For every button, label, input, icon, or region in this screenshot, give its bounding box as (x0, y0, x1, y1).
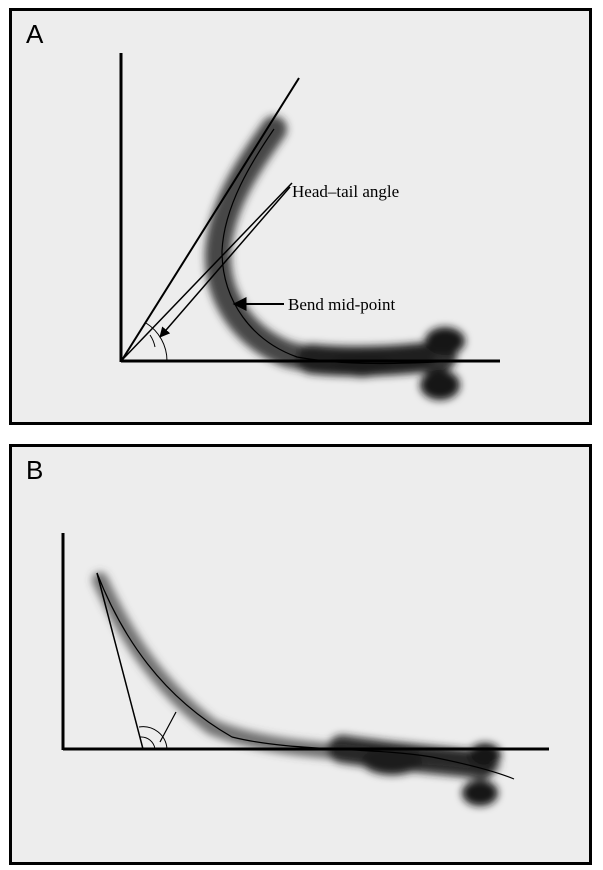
larva-silhouette (204, 116, 465, 400)
bend-mid-point-label: Bend mid-point (288, 295, 395, 314)
head-tail-line (121, 77, 300, 361)
larva-midline (221, 128, 463, 365)
panel-b: B (9, 444, 592, 865)
panel-a-label: A (26, 19, 44, 49)
tail-line (121, 182, 293, 361)
angle-arc (138, 726, 168, 750)
panel-a-diagram: Head–tail angle Bend mid-point (119, 53, 500, 400)
bend-mid-point-marker (159, 711, 177, 743)
larva-midline (96, 572, 515, 780)
head-tail-angle-pointer (159, 186, 291, 338)
angle-arc-inner (149, 334, 156, 348)
head-tail-angle-label: Head–tail angle (292, 182, 399, 201)
head-line (96, 572, 144, 750)
panel-a: A He (9, 8, 592, 425)
angle-arc (145, 322, 168, 362)
angle-arc-inner (139, 736, 156, 750)
larva-silhouette (92, 572, 501, 806)
panel-b-diagram (61, 533, 549, 806)
panel-b-label: B (26, 455, 44, 485)
